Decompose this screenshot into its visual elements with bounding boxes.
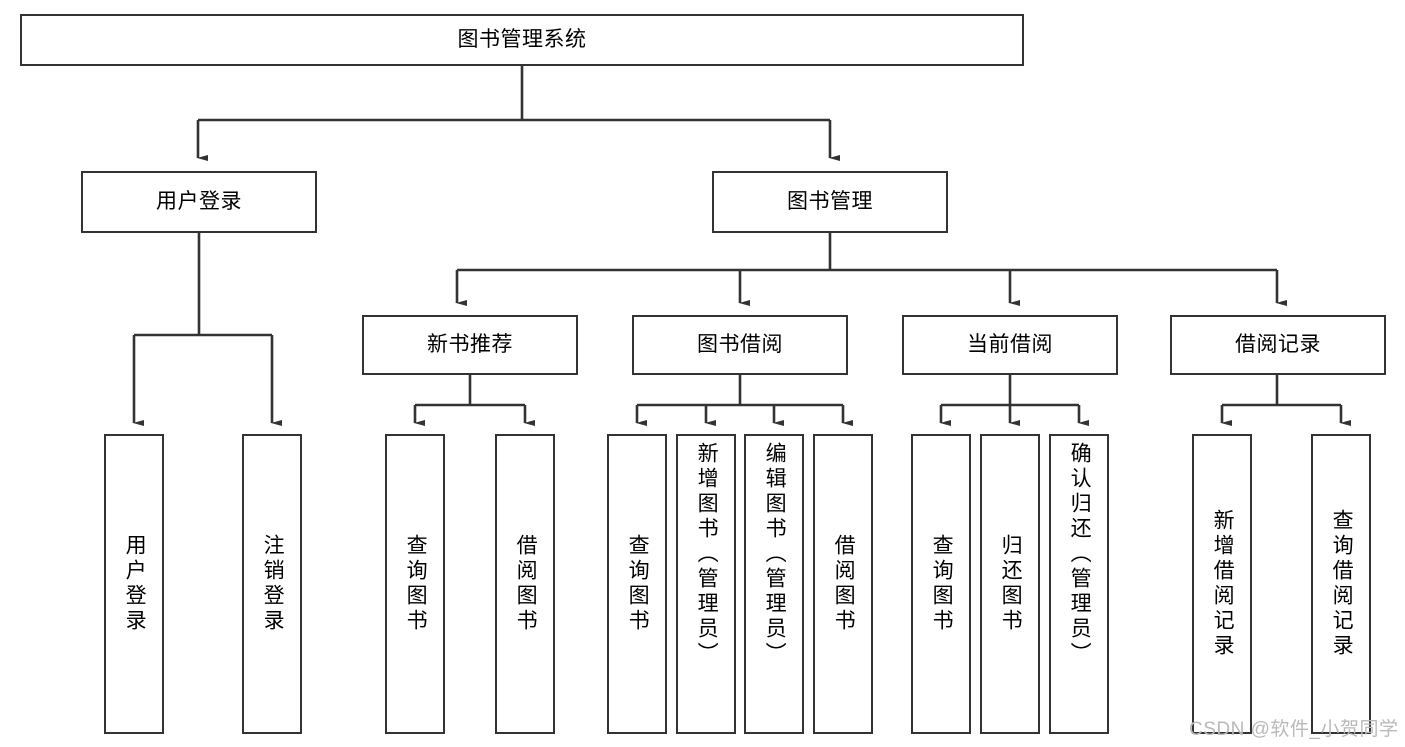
leaf-borrow-add-book[interactable]: 新增图书（管理员） [676,434,736,734]
leaf-borrow-query-book-label: 查询图书 [626,534,650,634]
leaf-borrow-edit-book-label: 编辑图书（管理员） [763,442,787,667]
leaf-current-confirm-return[interactable]: 确认归还（管理员） [1049,434,1109,734]
leaf-user-login-logout[interactable]: 注销登录 [242,434,302,734]
leaf-current-query-book[interactable]: 查询图书 [911,434,971,734]
node-root-label: 图书管理系统 [457,27,587,51]
node-borrow-records[interactable]: 借阅记录 [1170,315,1386,375]
leaf-borrow-add-book-label: 新增图书（管理员） [695,442,719,667]
leaf-borrow-edit-book[interactable]: 编辑图书（管理员） [744,434,804,734]
leaf-records-add-record[interactable]: 新增借阅记录 [1192,434,1252,734]
node-book-borrow[interactable]: 图书借阅 [632,315,848,375]
node-root[interactable]: 图书管理系统 [20,14,1024,66]
node-new-book-recommend-label: 新书推荐 [427,332,513,356]
node-new-book-recommend[interactable]: 新书推荐 [362,315,578,375]
node-current-borrow-label: 当前借阅 [967,332,1053,356]
leaf-new-books-query[interactable]: 查询图书 [385,434,445,734]
leaf-current-return-book-label: 归还图书 [999,534,1023,634]
node-book-management[interactable]: 图书管理 [712,171,948,233]
node-book-management-label: 图书管理 [787,189,873,213]
leaf-user-login-login[interactable]: 用户登录 [104,434,164,734]
leaf-user-login-login-label: 用户登录 [123,534,147,634]
leaf-borrow-borrow-book-label: 借阅图书 [832,534,856,634]
leaf-current-confirm-return-label: 确认归还（管理员） [1068,442,1092,667]
leaf-current-return-book[interactable]: 归还图书 [980,434,1040,734]
node-book-borrow-label: 图书借阅 [697,332,783,356]
node-user-login-label: 用户登录 [156,189,242,213]
leaf-borrow-borrow-book[interactable]: 借阅图书 [813,434,873,734]
node-current-borrow[interactable]: 当前借阅 [902,315,1118,375]
node-user-login[interactable]: 用户登录 [81,171,317,233]
leaf-new-books-borrow-label: 借阅图书 [514,534,538,634]
leaf-user-login-logout-label: 注销登录 [261,534,285,634]
leaf-borrow-query-book[interactable]: 查询图书 [607,434,667,734]
leaf-records-query-record[interactable]: 查询借阅记录 [1311,434,1371,734]
leaf-new-books-borrow[interactable]: 借阅图书 [495,434,555,734]
leaf-new-books-query-label: 查询图书 [404,534,428,634]
leaf-records-add-record-label: 新增借阅记录 [1211,509,1235,659]
leaf-current-query-book-label: 查询图书 [930,534,954,634]
node-borrow-records-label: 借阅记录 [1235,332,1321,356]
leaf-records-query-record-label: 查询借阅记录 [1330,509,1354,659]
